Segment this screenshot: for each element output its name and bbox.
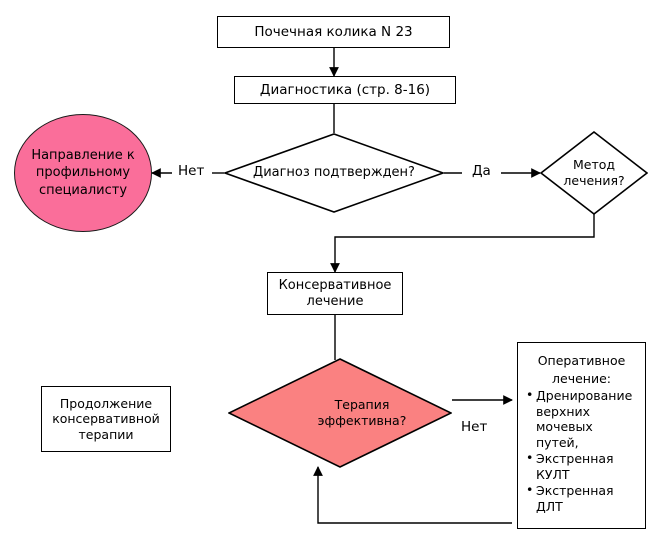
edge-label-yes-confirm: Да — [472, 163, 491, 179]
node-diagnostics-label: Диагностика (стр. 8-16) — [259, 81, 431, 98]
list-item[interactable]: • Дренирование верхних мочевых путей, — [526, 387, 637, 450]
method-line-1: Метод — [572, 157, 616, 173]
operative-title-line-1: Оперативное — [537, 353, 626, 368]
node-operative-treatment[interactable]: Оперативное лечение: • Дренирование верх… — [517, 342, 646, 529]
operative-title-line-2: лечение: — [552, 370, 611, 386]
edge-label-no-confirm: Нет — [178, 163, 204, 179]
node-referral-to-specialist[interactable]: Направление к профильному специалисту — [14, 114, 152, 232]
conservative-line-2: лечение — [306, 293, 364, 309]
node-treatment-method[interactable]: Метод лечения? — [540, 131, 648, 215]
operative-treatment-list: • Дренирование верхних мочевых путей, • … — [526, 387, 637, 514]
node-therapy-effective[interactable]: Терапия эффективна? — [228, 358, 452, 468]
continue-line-2: консервативной — [52, 411, 160, 427]
edge-label-no-effective: Нет — [461, 419, 487, 435]
bullet-icon: • — [526, 450, 534, 465]
yes-confirm-text: Да — [472, 163, 491, 179]
continue-line-3: терапии — [78, 426, 134, 442]
node-start[interactable]: Почечная колика N 23 — [217, 16, 450, 48]
list-item-label: Экстренная КУЛТ — [536, 451, 614, 482]
effective-line-2: эффективна? — [317, 413, 407, 428]
node-diagnostics[interactable]: Диагностика (стр. 8-16) — [234, 76, 456, 104]
referral-line-1: Направление к — [31, 147, 135, 163]
node-therapy-effective-label: Терапия эффективна? — [228, 358, 474, 468]
method-line-2: лечения? — [563, 173, 625, 188]
node-continue-text: Продолжение консервативной терапии — [52, 396, 160, 442]
bullet-icon: • — [526, 387, 534, 402]
effective-line-1: Терапия — [334, 397, 390, 413]
node-conservative-text: Консервативное лечение — [279, 278, 392, 310]
list-item-label: Дренирование верхних мочевых путей, — [536, 388, 633, 450]
list-item[interactable]: • Экстренная КУЛТ — [526, 450, 637, 482]
edge-operative-feedback-loop — [313, 466, 512, 524]
conservative-line-1: Консервативное — [278, 277, 392, 293]
diamond-shape-method — [540, 131, 648, 215]
no-effective-text: Нет — [461, 419, 488, 435]
node-referral-text: Направление к профильному специалисту — [31, 147, 134, 200]
list-item-label: Экстренная ДЛТ — [536, 483, 614, 514]
edge-method-to-conservative — [330, 214, 595, 273]
no-confirm-text: Нет — [178, 163, 205, 179]
node-diagnosis-confirmed-label: Диагноз подтвержден? — [224, 133, 444, 213]
node-start-label: Почечная колика N 23 — [254, 23, 413, 40]
diamond-shape-effective — [228, 358, 452, 468]
bullet-icon: • — [526, 482, 534, 497]
node-treatment-method-label: Метод лечения? — [540, 131, 648, 215]
node-conservative-treatment[interactable]: Консервативное лечение — [267, 272, 403, 315]
diamond-shape-confirm — [224, 133, 444, 213]
node-diagnosis-confirmed[interactable]: Диагноз подтвержден? — [224, 133, 444, 213]
list-item[interactable]: • Экстренная ДЛТ — [526, 482, 637, 514]
confirm-text: Диагноз подтвержден? — [253, 164, 415, 180]
referral-line-2: профильному — [35, 165, 131, 181]
referral-line-3: специалисту — [38, 182, 128, 198]
continue-line-1: Продолжение — [59, 396, 153, 412]
node-continue-conservative-therapy[interactable]: Продолжение консервативной терапии — [41, 386, 171, 452]
